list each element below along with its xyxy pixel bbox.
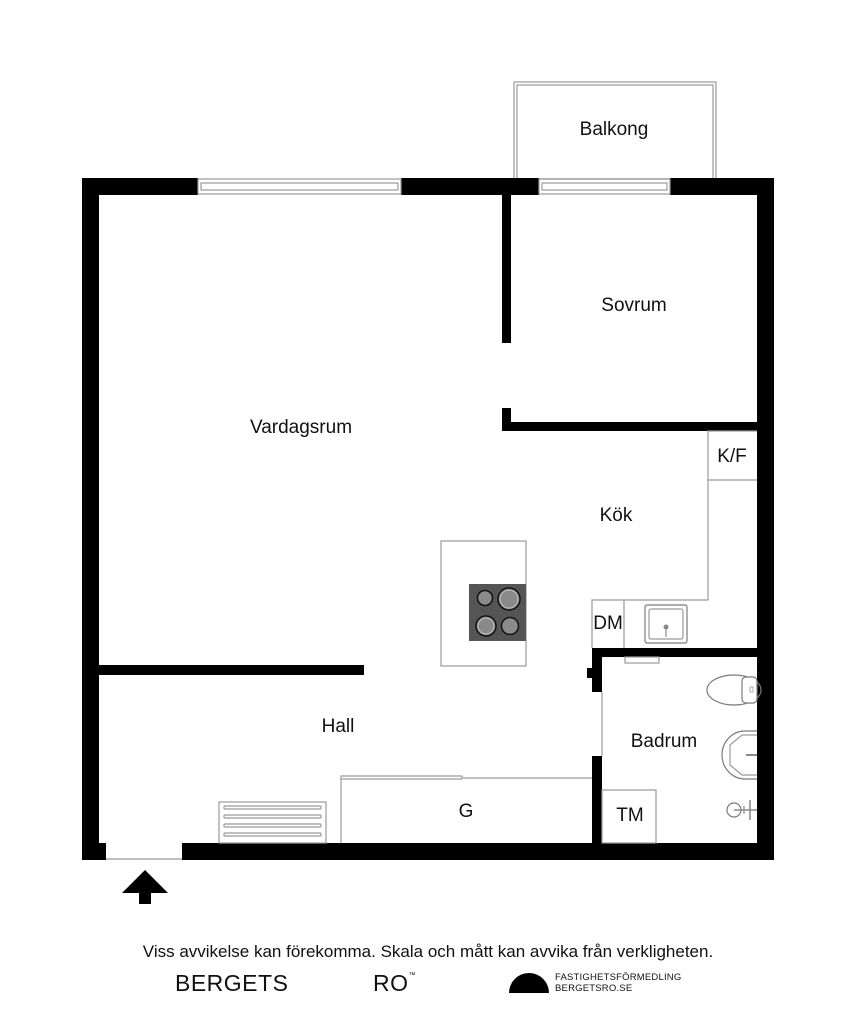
trademark-symbol: ™ bbox=[408, 972, 416, 979]
outer-walls bbox=[82, 178, 774, 860]
room-label-vardagsrum: Vardagsrum bbox=[250, 417, 352, 438]
entrance-arrow-icon bbox=[122, 870, 168, 904]
fixture-label-tm: TM bbox=[616, 805, 643, 826]
fixture-label-dm: DM bbox=[593, 613, 623, 634]
brand-logo-right: RO™ bbox=[373, 970, 416, 997]
room-label-balkong: Balkong bbox=[580, 119, 649, 140]
brand-ro: RO bbox=[373, 970, 409, 996]
firm-line-1: FASTIGHETSFÖRMEDLING bbox=[555, 972, 682, 983]
sink-icon bbox=[644, 604, 688, 644]
room-label-badrum: Badrum bbox=[631, 731, 698, 752]
firm-text: FASTIGHETSFÖRMEDLING BERGETSRO.SE bbox=[555, 972, 681, 994]
balcony-door bbox=[538, 178, 671, 195]
firm-line-2: BERGETSRO.SE bbox=[555, 983, 633, 994]
window-vardagsrum bbox=[197, 178, 402, 195]
shower-icon bbox=[726, 800, 757, 820]
room-label-sovrum: Sovrum bbox=[601, 295, 666, 316]
room-label-kok: Kök bbox=[600, 505, 633, 526]
fixture-label-g: G bbox=[459, 801, 474, 822]
disclaimer: Viss avvikelse kan förekomma. Skala och … bbox=[142, 942, 714, 961]
washbasin-icon bbox=[721, 730, 757, 780]
room-label-hall: Hall bbox=[322, 716, 355, 737]
toilet-icon bbox=[706, 674, 762, 706]
kitchen-island bbox=[440, 540, 527, 667]
radiator-icon bbox=[218, 801, 327, 844]
semicircle-logo-icon bbox=[509, 973, 549, 993]
wardrobe bbox=[340, 775, 592, 843]
bathroom-shelf bbox=[624, 656, 660, 664]
stove-icon bbox=[469, 584, 526, 641]
washing-machine-box bbox=[601, 789, 657, 844]
interior-walls bbox=[99, 195, 757, 844]
brand-logo-left: BERGETS bbox=[175, 970, 289, 996]
firm-logo: FASTIGHETSFÖRMEDLING BERGETSRO.SE bbox=[509, 972, 681, 994]
fixture-label-kf: K/F bbox=[717, 446, 747, 467]
kitchen-counter bbox=[591, 430, 757, 648]
